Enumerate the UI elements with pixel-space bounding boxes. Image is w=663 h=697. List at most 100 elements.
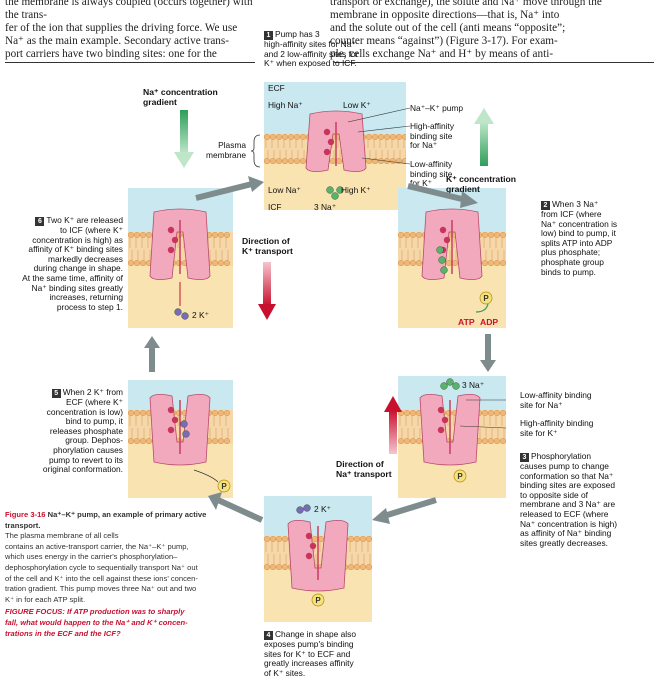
- svg-text:P: P: [483, 294, 489, 303]
- panel-step6: 2 K⁺: [128, 188, 233, 328]
- na-binding-site: [441, 416, 449, 424]
- lipid-head: [223, 232, 230, 239]
- top-text-line: membrane in opposite directions—that is,…: [330, 9, 560, 21]
- lipid-head: [294, 134, 301, 141]
- pump-shape: [287, 520, 349, 592]
- lipid-head: [487, 232, 494, 239]
- step-number-badge: 3: [520, 453, 529, 462]
- lipid-head: [403, 410, 410, 417]
- top-text-left: the membrane is always coupled (occurs t…: [5, 0, 253, 61]
- lipid-head: [389, 157, 396, 164]
- leader-lines-main: [347, 107, 411, 165]
- lipid-head: [403, 232, 410, 239]
- lipid-head: [133, 259, 140, 266]
- panel-step5: P: [128, 380, 233, 498]
- pump-shape: [419, 394, 481, 466]
- lipid-head: [402, 134, 406, 140]
- k-ion: [296, 506, 304, 514]
- lipid-head: [403, 438, 410, 445]
- lipid-head: [275, 134, 282, 141]
- lipid-head: [499, 232, 506, 239]
- top-text-line: and the solute out of the cell (anti mea…: [330, 22, 566, 34]
- na-binding-site: [167, 406, 175, 414]
- figure-caption: Figure 3-16 Na⁺–K⁺ pump, an example of p…: [5, 510, 237, 639]
- svg-text:P: P: [221, 482, 227, 491]
- lipid-head: [269, 157, 276, 164]
- ecf-label: ECF: [268, 83, 285, 93]
- two-k-label: 2 K⁺: [314, 504, 331, 514]
- lipid-head: [288, 134, 295, 141]
- lipid-head: [402, 158, 406, 164]
- na-binding-site: [443, 236, 451, 244]
- na-binding-site: [323, 148, 331, 156]
- na-binding-site: [323, 128, 331, 136]
- lipid-head: [481, 410, 488, 417]
- pump-shape: [305, 110, 367, 172]
- lipid-head: [365, 157, 372, 164]
- k-ion: [336, 186, 344, 194]
- top-text-line: ple, cells exchange Na⁺ and H⁺ by means …: [330, 48, 554, 60]
- lipid-head: [487, 410, 494, 417]
- two-k-label: 2 K⁺: [192, 310, 209, 320]
- na-binding-site: [167, 426, 175, 434]
- pump-shape: [149, 394, 211, 466]
- k-ion-released: [174, 308, 182, 316]
- lipid-head: [269, 536, 276, 543]
- k-ion-released: [181, 312, 189, 320]
- lipid-head: [211, 438, 218, 445]
- lipid-head: [499, 259, 506, 266]
- na-binding-site: [171, 236, 179, 244]
- lipid-head: [139, 410, 146, 417]
- lipid-head: [217, 410, 224, 417]
- figure-label: Figure 3-16: [5, 510, 46, 519]
- lipid-head: [359, 563, 366, 570]
- k-ion: [331, 192, 339, 200]
- lipid-head: [481, 438, 488, 445]
- top-text-line: counter means “against”) (Figure 3-17). …: [330, 35, 558, 47]
- lipid-head: [398, 232, 404, 239]
- lipid-head: [264, 563, 270, 570]
- lipid-head: [217, 232, 224, 239]
- lipid-head: [269, 563, 276, 570]
- na-ion-bound: [436, 246, 444, 254]
- lipid-head: [377, 134, 384, 141]
- lipid-head: [487, 438, 494, 445]
- step-number-badge: 1: [264, 31, 273, 40]
- lipid-head: [493, 410, 500, 417]
- step-number-badge: 6: [35, 217, 45, 226]
- lipid-head: [409, 259, 416, 266]
- lipid-head: [398, 259, 404, 266]
- lipid-head: [269, 134, 276, 141]
- lipid-head: [275, 536, 282, 543]
- high-aff-na-label: High-affinity binding site for Na⁺: [410, 121, 455, 151]
- lipid-head: [365, 563, 372, 570]
- lipid-head: [282, 157, 289, 164]
- pump-label: Na⁺–K⁺ pump: [410, 103, 464, 113]
- lipid-head: [493, 232, 500, 239]
- lipid-head: [499, 410, 506, 417]
- lipid-head: [353, 563, 360, 570]
- main-panel: [264, 82, 406, 210]
- svg-text:P: P: [315, 596, 321, 605]
- atp-label: ATP: [458, 317, 475, 327]
- lipid-head: [487, 259, 494, 266]
- lipid-head: [264, 157, 270, 164]
- lipid-head: [481, 259, 488, 266]
- lipid-head: [217, 438, 224, 445]
- lipid-head: [493, 259, 500, 266]
- na-ion-released: [446, 378, 454, 386]
- na-binding-site: [167, 246, 175, 254]
- lipid-head: [493, 438, 500, 445]
- lipid-head: [217, 259, 224, 266]
- icf-label: ICF: [268, 202, 282, 212]
- top-text-right: transport or exchange), the solute and N…: [330, 0, 660, 61]
- na-binding-site: [305, 532, 313, 540]
- top-divider-left: [5, 62, 255, 63]
- low-aff-k-label: Low-affinity binding site for K⁺: [410, 159, 453, 189]
